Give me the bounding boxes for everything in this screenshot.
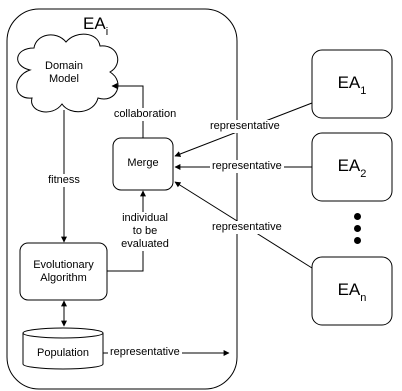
representative-out-label: representative (108, 346, 182, 359)
representative-n-label: representative (210, 221, 284, 234)
domain-model-line2: Model (49, 73, 79, 85)
ea-1-label-subscript: 1 (360, 85, 367, 97)
ea-1-label: EA1 (312, 73, 392, 97)
ea-i-title: EAi (83, 14, 108, 38)
ea-2-label: EA2 (312, 156, 392, 180)
collaboration-label: collaboration (102, 108, 188, 121)
individual-label: individual to be evaluated (110, 212, 180, 251)
population-label: Population (37, 347, 89, 359)
ellipsis-dot (354, 237, 361, 244)
evolutionary-algorithm-label: Evolutionary Algorithm (20, 259, 107, 285)
individual-line3: evaluated (121, 238, 169, 250)
ea-n-label-subscript: n (360, 292, 367, 304)
fitness-label: fitness (42, 174, 86, 187)
domain-model-label: Domain Model (34, 60, 94, 86)
ea-i-title-text: EA (83, 14, 106, 33)
population-cylinder (22, 327, 104, 370)
ea-i-title-subscript: i (105, 26, 109, 38)
representative-1-label: representative (208, 120, 282, 133)
ea-1-label-text: EA (337, 73, 361, 92)
domain-model-line1: Domain (45, 60, 83, 72)
representative-2-label: representative (210, 160, 284, 173)
ellipsis-dot (354, 225, 361, 232)
domain-model-cloud (16, 33, 119, 113)
evolutionary-algorithm-line2: Algorithm (40, 272, 87, 284)
ea-2-label-text: EA (337, 156, 361, 175)
ea-n-label-text: EA (337, 280, 361, 299)
ea-n-box (311, 256, 393, 326)
ea-n-label: EAn (312, 280, 392, 304)
individual-line2: to be (132, 225, 158, 237)
merge-label: Merge (127, 157, 159, 169)
evolutionary-algorithm-line1: Evolutionary (33, 259, 94, 271)
individual-line1: individual (122, 212, 168, 224)
ellipsis-dot (354, 213, 361, 220)
ea-2-label-subscript: 2 (360, 168, 367, 180)
ea-1-box (311, 49, 393, 119)
